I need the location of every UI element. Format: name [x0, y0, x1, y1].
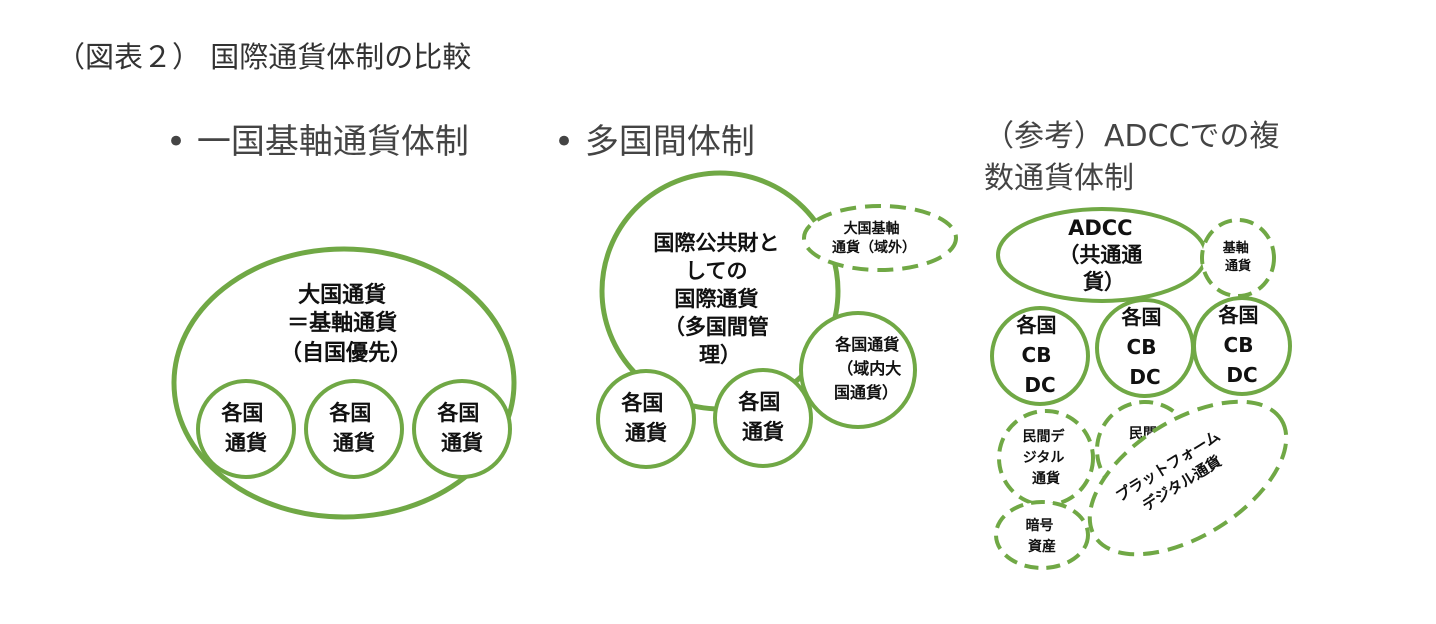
national-currency-circle-1	[196, 379, 296, 479]
cbdc-label-3: 各国 CB DC	[1218, 303, 1266, 387]
cbdc-label-1: 各国 CB DC	[1016, 313, 1064, 397]
panel-adcc: ADCC （共通通 貨） 基軸 通貨 各国 CB DC 各国 CB DC	[990, 207, 1292, 570]
cbdc-label-2: 各国 CB DC	[1121, 305, 1169, 389]
national-currency-circle-3	[412, 379, 512, 479]
national-currency-label-3: 各国 通貨	[436, 401, 486, 455]
heading-adcc-line1: （参考）ADCCでの複	[984, 119, 1280, 154]
heading-adcc-line2: 数通貨体制	[984, 161, 1134, 196]
local-currency-circle-1	[596, 369, 696, 469]
cbdc-circle-3	[1192, 296, 1292, 396]
figure-title: （図表２） 国際通貨体制の比較	[56, 40, 472, 74]
national-currency-label-1: 各国 通貨	[220, 401, 270, 455]
local-currency-circle-2	[713, 368, 813, 468]
panel-single-key: 大国通貨 ＝基軸通貨 （自国優先） 各国 通貨 各国 通貨 各国 通貨	[171, 246, 517, 520]
platform-digital-currency-ellipse	[1087, 399, 1289, 557]
key-currency-external-label: 大国基軸 通貨（域外）	[832, 220, 916, 256]
heading-single-key-currency: • 一国基軸通貨体制	[166, 122, 469, 162]
heading-adcc-reference: （参考）ADCCでの複 数通貨体制	[984, 116, 1324, 200]
adcc-key-currency-dashed	[1200, 218, 1276, 298]
regional-currency-circle	[799, 311, 917, 429]
big-power-line1: 大国通貨	[298, 282, 386, 308]
regional-currency-label: 各国通貨 （域内大 国通貨）	[834, 335, 907, 402]
crypto-asset-label: 暗号 資産	[1026, 517, 1059, 555]
national-currency-circle-2	[304, 379, 404, 479]
local-currency-label-1: 各国 通貨	[620, 391, 670, 445]
cbdc-circle-1	[990, 306, 1090, 406]
big-power-line3: （自国優先）	[280, 340, 412, 366]
international-public-good-label: 国際公共財と しての 国際通貨 （多国間管 理）	[653, 231, 786, 367]
key-currency-external-dashed	[802, 204, 958, 272]
big-power-circle	[171, 246, 517, 520]
heading-multilateral: • 多国間体制	[554, 122, 755, 162]
big-power-label: 大国通貨 ＝基軸通貨 （自国優先）	[280, 282, 412, 366]
panel-multilateral: 大国基軸 通貨（域外） 国際公共財と しての 国際通貨 （多国間管 理） 各国通…	[596, 170, 958, 469]
national-currency-label-2: 各国 通貨	[328, 401, 378, 455]
crypto-asset-ellipse	[994, 500, 1090, 570]
adcc-key-currency-label: 基軸 通貨	[1222, 240, 1254, 274]
adcc-common-currency-label: ADCC （共通通 貨）	[1058, 216, 1149, 294]
private-digital-currency-label: 民間デ ジタル 通貨	[1023, 428, 1070, 487]
local-currency-label-2: 各国 通貨	[737, 390, 787, 444]
big-power-line2: ＝基軸通貨	[287, 310, 397, 336]
